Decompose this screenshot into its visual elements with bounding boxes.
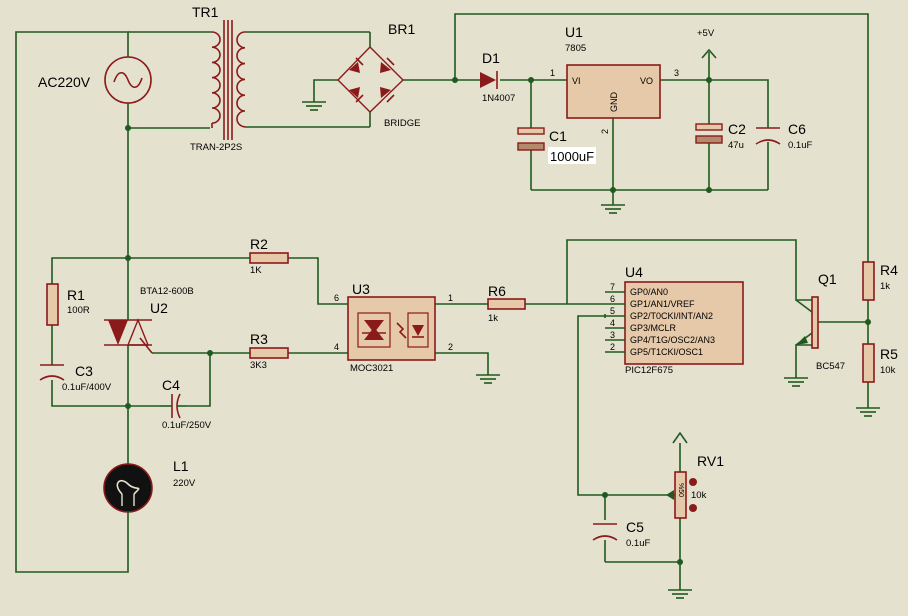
r2-ref: R2 bbox=[250, 236, 268, 252]
u2-ref: U2 bbox=[150, 300, 168, 316]
capacitor-c5: C5 0.1uF bbox=[592, 519, 650, 549]
rv1-ref: RV1 bbox=[697, 453, 724, 469]
u4-pin-num: 3 bbox=[610, 330, 615, 340]
u1-pin3: 3 bbox=[674, 68, 679, 78]
c2-ref: C2 bbox=[728, 121, 746, 137]
lamp-l1: L1 220V bbox=[103, 458, 196, 525]
bridge-rectifier-br1: BR1 BRIDGE bbox=[337, 21, 420, 129]
u2-value: BTA12-600B bbox=[140, 286, 194, 297]
u1-pin-vi: VI bbox=[572, 76, 581, 86]
u3-pin2: 2 bbox=[448, 342, 453, 352]
ground-symbols bbox=[302, 101, 880, 599]
r2-value: 1K bbox=[250, 265, 262, 276]
c5-value: 0.1uF bbox=[626, 538, 650, 549]
transformer-tr1: TR1 TRAN-2P2S bbox=[190, 4, 246, 153]
br1-ref: BR1 bbox=[388, 21, 415, 37]
d1-value: 1N4007 bbox=[482, 93, 515, 104]
capacitor-c1: C1 1000uF bbox=[517, 127, 596, 164]
resistor-r1: R1 100R bbox=[46, 283, 90, 326]
c4-ref: C4 bbox=[162, 377, 180, 393]
r1-value: 100R bbox=[67, 305, 90, 316]
r5-ref: R5 bbox=[880, 346, 898, 362]
c1-value: 1000uF bbox=[550, 149, 594, 164]
r6-value: 1k bbox=[488, 313, 498, 324]
u4-pin-name: GP2/T0CKI/INT/AN2 bbox=[630, 311, 713, 321]
u4-pin-name: GP0/AN0 bbox=[630, 287, 668, 297]
diode-d1: D1 1N4007 bbox=[480, 50, 515, 104]
junction-dots bbox=[125, 77, 871, 565]
c3-ref: C3 bbox=[75, 363, 93, 379]
capacitor-c6: C6 0.1uF bbox=[755, 121, 812, 151]
u4-pin-num: 6 bbox=[610, 294, 615, 304]
tr1-value: TRAN-2P2S bbox=[190, 142, 242, 153]
regulator-u1: U1 7805 VI VO GND 1 3 2 bbox=[550, 24, 679, 134]
u4-pin-name: GP4/T1G/OSC2/AN3 bbox=[630, 335, 715, 345]
resistor-r6: R6 1k bbox=[487, 283, 526, 324]
c2-value: 47u bbox=[728, 140, 744, 151]
capacitor-c2: C2 47u bbox=[695, 121, 746, 151]
u1-value: 7805 bbox=[565, 43, 586, 54]
u1-pin1: 1 bbox=[550, 68, 555, 78]
vcc-5v-symbol: +5V bbox=[697, 28, 717, 59]
u4-pin-num: 2 bbox=[610, 342, 615, 352]
c4-value: 0.1uF/250V bbox=[162, 420, 212, 431]
r1-ref: R1 bbox=[67, 287, 85, 303]
resistor-r3: R3 3K3 bbox=[249, 331, 289, 371]
c3-value: 0.1uF/400V bbox=[62, 382, 112, 393]
u4-pin-num: 5 bbox=[610, 306, 615, 316]
u4-value: PIC12F675 bbox=[625, 365, 673, 376]
u1-pin2: 2 bbox=[600, 129, 610, 134]
u3-pin4: 4 bbox=[334, 342, 339, 352]
u3-ref: U3 bbox=[352, 281, 370, 297]
resistor-r4: R4 1k bbox=[862, 261, 898, 301]
u3-pin1: 1 bbox=[448, 293, 453, 303]
u4-ref: U4 bbox=[625, 264, 643, 280]
u1-pin-gnd: GND bbox=[609, 92, 619, 113]
br1-value: BRIDGE bbox=[384, 118, 420, 129]
q1-value: BC547 bbox=[816, 361, 845, 372]
microcontroller-u4: U4 PIC12F675 7 6 5 4 3 2 GP0/AN0 GP1/AN1… bbox=[605, 264, 744, 376]
u4-pin-name: GP3/MCLR bbox=[630, 323, 677, 333]
u1-pin-vo: VO bbox=[640, 76, 653, 86]
resistor-r2: R2 1K bbox=[249, 236, 289, 276]
c1-ref: C1 bbox=[549, 128, 567, 144]
r4-value: 1k bbox=[880, 281, 890, 292]
triac-u2: BTA12-600B U2 bbox=[104, 286, 194, 354]
u4-pin-num: 4 bbox=[610, 318, 615, 328]
r3-ref: R3 bbox=[250, 331, 268, 347]
ac-source: AC220V bbox=[38, 56, 152, 104]
u4-pin-name: GP1/AN1/VREF bbox=[630, 299, 695, 309]
resistor-r5: R5 10k bbox=[862, 343, 898, 383]
r3-value: 3K3 bbox=[250, 360, 267, 371]
c5-ref: C5 bbox=[626, 519, 644, 535]
ac-source-label: AC220V bbox=[38, 74, 91, 90]
u3-pin6: 6 bbox=[334, 293, 339, 303]
u1-ref: U1 bbox=[565, 24, 583, 40]
r6-ref: R6 bbox=[488, 283, 506, 299]
c6-value: 0.1uF bbox=[788, 140, 812, 151]
potentiometer-rv1: %50 RV1 10k bbox=[666, 431, 724, 519]
u4-pin-num: 7 bbox=[610, 282, 615, 292]
c6-ref: C6 bbox=[788, 121, 806, 137]
transistor-q1: Q1 BC547 bbox=[795, 271, 845, 372]
l1-value: 220V bbox=[173, 478, 196, 489]
q1-ref: Q1 bbox=[818, 271, 837, 287]
rv1-body-text: %50 bbox=[677, 483, 684, 497]
optocoupler-u3: U3 MOC3021 6 4 1 2 bbox=[334, 281, 453, 374]
rv1-value: 10k bbox=[691, 490, 707, 501]
d1-ref: D1 bbox=[482, 50, 500, 66]
r5-value: 10k bbox=[880, 365, 896, 376]
capacitor-c3: C3 0.1uF/400V bbox=[39, 363, 112, 393]
capacitor-c4: C4 0.1uF/250V bbox=[160, 377, 212, 431]
tr1-ref: TR1 bbox=[192, 4, 219, 20]
r4-ref: R4 bbox=[880, 262, 898, 278]
u4-pin-name: GP5/T1CKI/OSC1 bbox=[630, 347, 703, 357]
u3-value: MOC3021 bbox=[350, 363, 393, 374]
l1-ref: L1 bbox=[173, 458, 189, 474]
vcc-label: +5V bbox=[697, 28, 715, 39]
